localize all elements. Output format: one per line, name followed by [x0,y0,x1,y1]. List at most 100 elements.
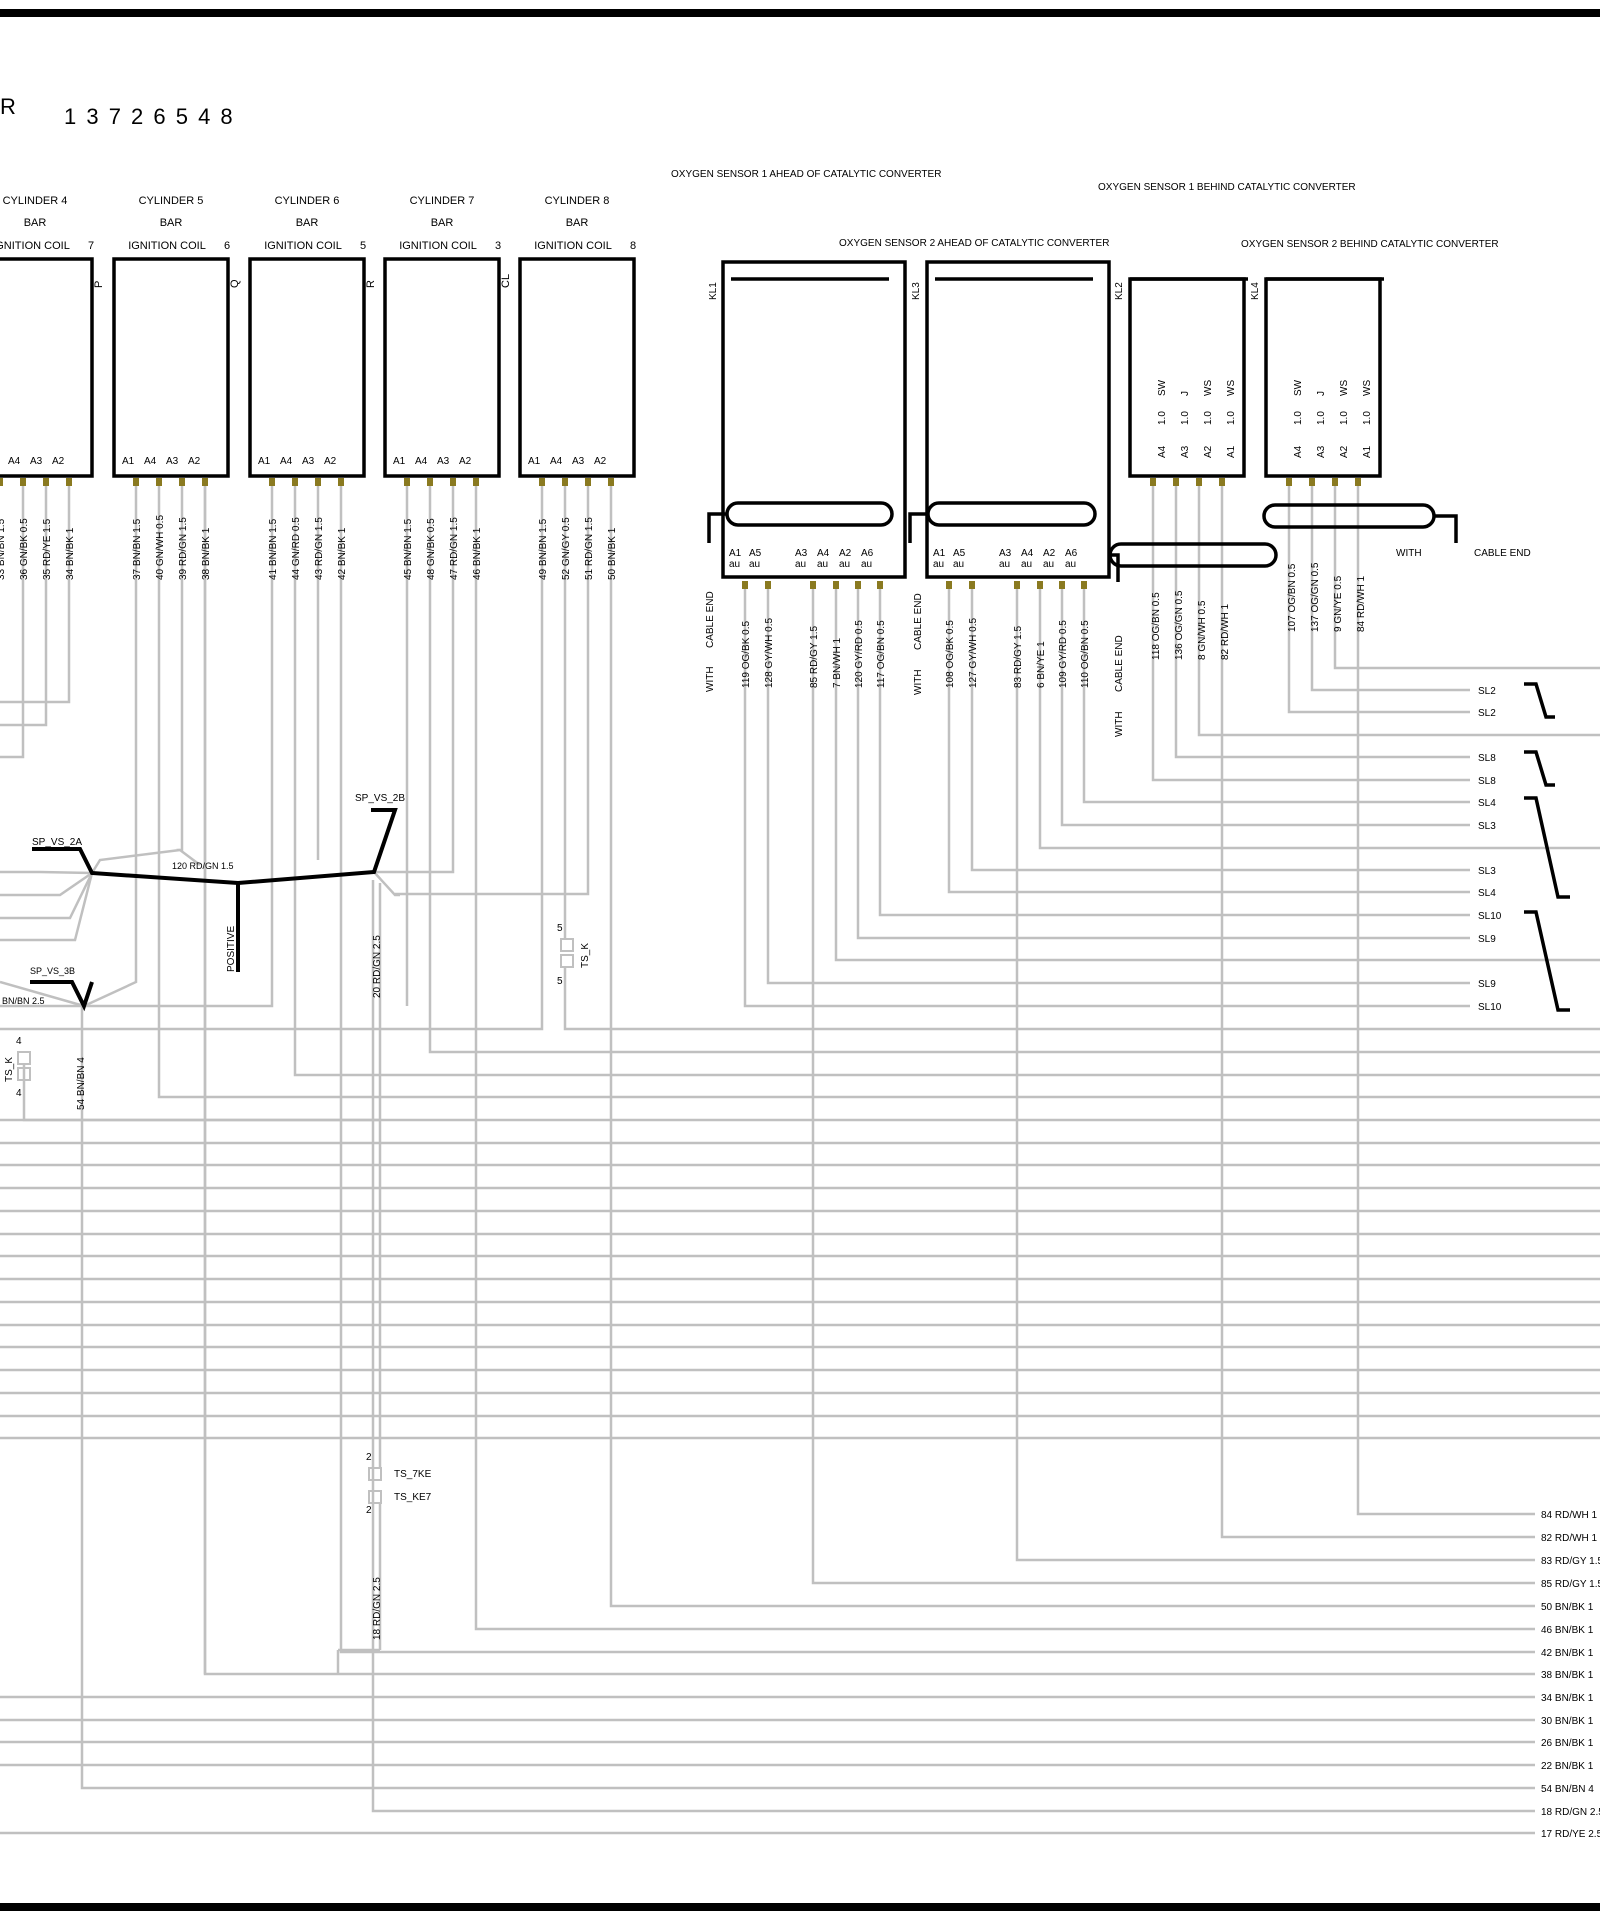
sensor-pin-terminal [1332,478,1338,486]
wire [0,482,71,704]
wire [856,585,1470,940]
shield-label: SL9 [1478,979,1496,990]
right-wire-end-label: 82 RD/WH 1 [1541,1533,1598,1544]
coil-pin-label: A2 [324,456,337,467]
sensor-wire-label: 128 GY/WH 0.5 [764,618,775,688]
coil-pin-terminal [585,478,591,486]
coil-cylinder-label: CYLINDER 7 [410,195,475,207]
wire [834,585,1600,962]
wire [84,482,274,1008]
pin-2-bottom: 2 [366,1505,372,1516]
coil-wire-label: 33 BN/BN 1.5 [0,518,7,580]
coil-pin-terminal [473,478,479,486]
coil-wire-label: 52 GN/GY 0.5 [561,517,572,580]
sensor-col-size: 1.0 [1316,411,1327,425]
title-fragment: R [0,94,20,119]
sensor-col-type: SW [1157,379,1168,396]
coil-cylinder-label: CYLINDER 5 [139,195,204,207]
sensor-pin-label: A2 [1043,548,1056,559]
right-wire-end-label: 46 BN/BK 1 [1541,1625,1594,1636]
coil-pin-label: A3 [166,456,179,467]
sensor-wire-label: 120 GY/RD 0.5 [854,620,865,688]
shield-label: SL8 [1478,753,1496,764]
sensor-pin-label: A1 [933,548,946,559]
wire [0,872,94,920]
right-wire-end-label: 84 RD/WH 1 [1541,1510,1598,1521]
frame-bottom [0,1903,1600,1911]
sensor-wire-label: 118 OG/BN 0.5 [1151,592,1162,660]
coil-name-label: IGNITION COIL [264,240,342,252]
coil-wire-label: 50 BN/BK 1 [607,527,618,580]
coil-pin-label: A2 [594,456,607,467]
wire [970,585,1470,872]
coil-pin-label: A4 [415,456,428,467]
wire [1174,482,1470,759]
sensor-pin-label: A2 [839,548,852,559]
sensor-pin-terminal [1037,581,1043,589]
wire [947,585,1470,894]
wire [1287,482,1470,714]
coil-wire-label: 37 BN/BN 1.5 [132,518,143,580]
wire [1356,482,1535,1516]
wire [80,1006,1535,1790]
wire-label-20: 20 RD/GN 2.5 [372,935,383,998]
coil-pin-label: A4 [144,456,157,467]
coil-pin-label: A4 [280,456,293,467]
wire [83,482,138,1008]
cable-end-label-3: CABLE END [1114,635,1125,692]
shield-label: SL2 [1478,686,1496,697]
sensor-wire-label: 82 RD/WH 1 [1220,603,1231,660]
sensor-pin-terminal [1014,581,1020,589]
sensor-pin-terminal [1173,478,1179,486]
coil-wire-label: 34 BN/BK 1 [65,527,76,580]
wire [0,482,48,727]
wire [1151,482,1470,782]
wire [1310,482,1470,692]
shield-label: SL9 [1478,934,1496,945]
wire [428,482,1600,1054]
wire [1220,482,1535,1539]
coil-pin-terminal [292,478,298,486]
sensor-col-pin: A2 [1203,445,1214,458]
wire [1015,585,1535,1562]
wire [0,482,25,759]
coil-pin-terminal [450,478,456,486]
sensor-pin-sub: au [861,559,872,570]
ignition-coil-8-box [518,257,636,478]
coil-pin-label: A1 [528,456,541,467]
sensor-pin-sub: au [999,559,1010,570]
wire [563,968,1600,1031]
sensor-pin-sub: au [839,559,850,570]
coil-name-label: IGNITION COIL [0,240,70,252]
coil-wire-label: 45 BN/BN 1.5 [403,518,414,580]
coil-pin-terminal [315,478,321,486]
positive-bus [30,808,398,1012]
coil-pin-label: A1 [393,456,406,467]
right-wire-end-label: 22 BN/BK 1 [1541,1761,1594,1772]
label-ts-k-left: TS_K [4,1057,15,1082]
wire [157,482,1600,1099]
sensor-pin-terminal [1309,478,1315,486]
part-number: 1 3 7 2 6 5 4 8 [64,104,235,129]
coil-pin-terminal [20,478,26,486]
coil-wire-label: 40 GN/WH 0.5 [155,515,166,580]
coil-pin-terminal [0,478,3,486]
sensor-pin-terminal [1355,478,1361,486]
shield-label: SL3 [1478,866,1496,877]
positive-label: POSITIVE [226,926,237,972]
sensor-pin-terminal [855,581,861,589]
coil-pin-label: A3 [572,456,585,467]
sensor-wire-label: 107 OG/BN 0.5 [1287,563,1298,632]
wire [90,848,181,874]
label-ts-k-mid: TS_K [580,943,591,968]
right-wire-end-label: 85 RD/GY 1.5 [1541,1579,1600,1590]
wire [1038,585,1600,850]
coil-pin-terminal [562,478,568,486]
sensor-pin-terminal [1059,581,1065,589]
wire-label-18: 18 RD/GN 2.5 [372,1577,383,1640]
coil-wire-label: 38 BN/BK 1 [201,527,212,580]
label-ts-ke7: TS_KE7 [394,1492,432,1503]
right-wire-end-label: 34 BN/BK 1 [1541,1693,1594,1704]
sensor-pin-label: A5 [953,548,966,559]
